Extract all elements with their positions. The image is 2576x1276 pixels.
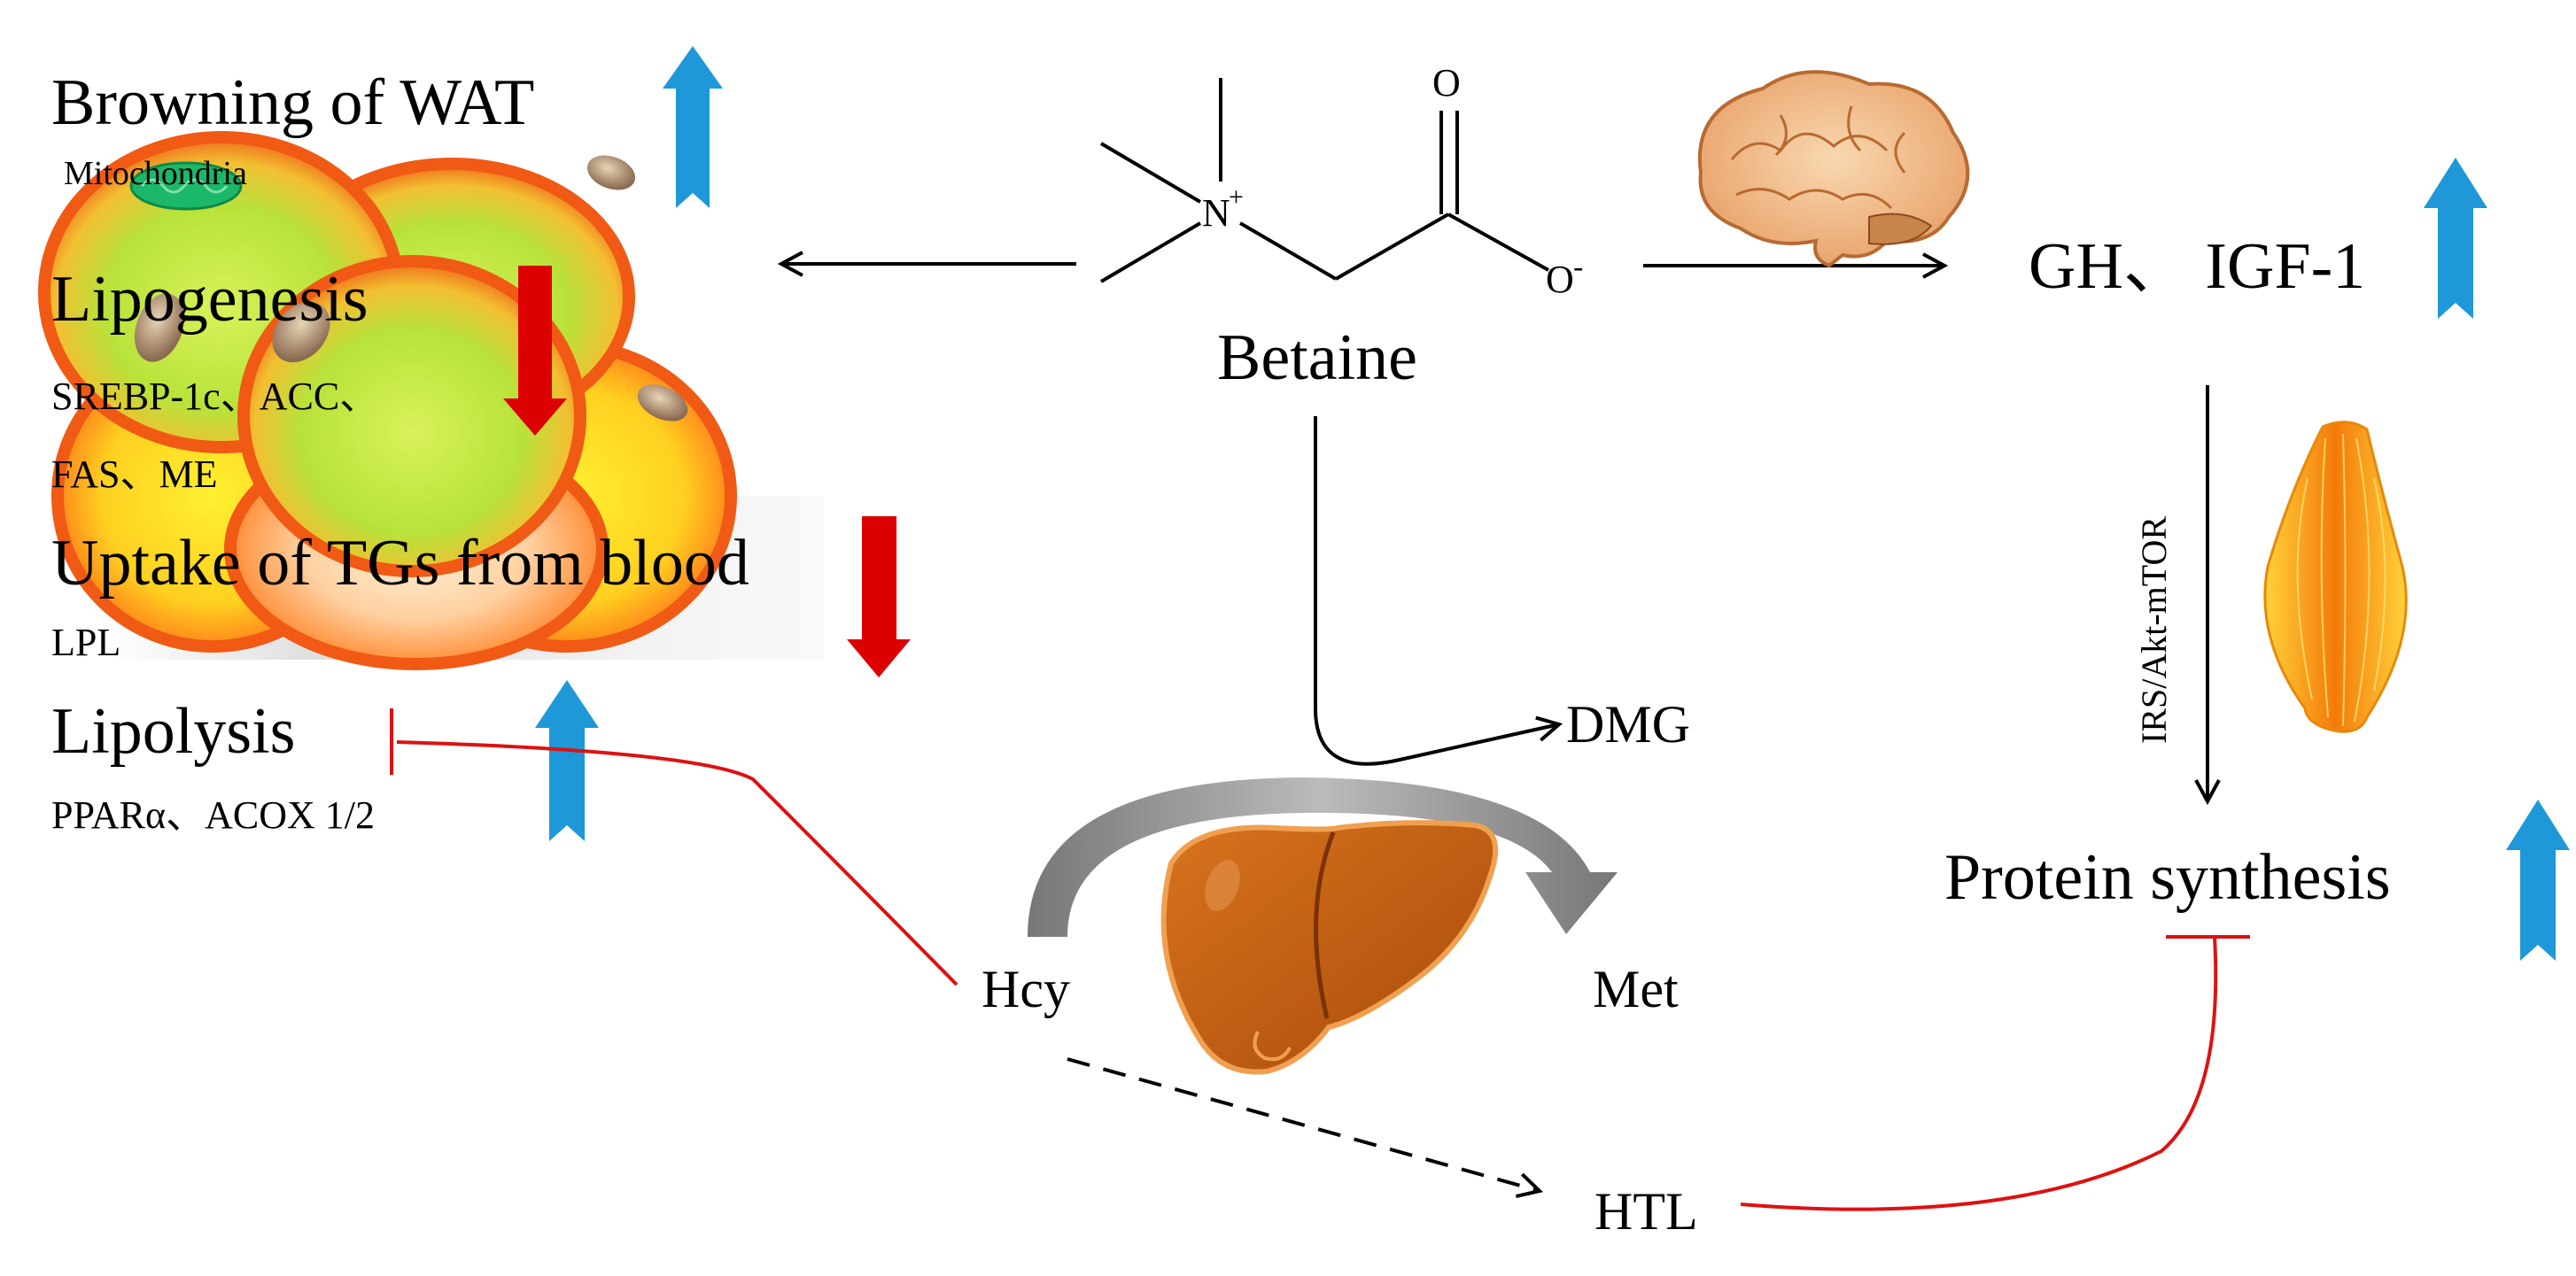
lipolysis-title: Lipolysis (51, 695, 295, 768)
methylation-cycle-arc (1028, 777, 1618, 937)
browning-of-wat-title: Browning of WAT (51, 66, 534, 139)
htl-label: HTL (1594, 1182, 1698, 1241)
mitochondria-label: Mitochondria (64, 155, 247, 192)
dmg-label: DMG (1566, 695, 1690, 754)
arrow-hcy-to-htl (1067, 1057, 1540, 1191)
lipogenesis-down-arrow-icon (503, 266, 567, 436)
lipogenesis-genes-line2: FAS、ME (51, 452, 217, 496)
betaine-label: Betaine (1217, 321, 1417, 394)
hormone-up-arrow-icon (2424, 158, 2487, 319)
betaine-oxide-atom: O (1546, 258, 1574, 301)
lipogenesis-title: Lipogenesis (51, 263, 369, 336)
hcy-label: Hcy (982, 960, 1070, 1018)
browning-up-arrow-icon (663, 46, 723, 208)
muscle-icon (2263, 421, 2408, 733)
betaine-nitrogen-charge: + (1229, 182, 1244, 212)
irs-akt-mtor-label: IRS/Akt-mTOR (2134, 516, 2174, 744)
betaine-structure (1099, 78, 1549, 283)
betaine-nitrogen-atom: N (1202, 191, 1230, 235)
lipogenesis-genes-line1: SREBP-1c、ACC、 (51, 375, 378, 418)
arrow-betaine-to-dmg (1314, 416, 1559, 766)
protein-up-arrow-icon (2506, 800, 2570, 961)
mitochondria-icon (129, 161, 243, 211)
liver-icon (1160, 820, 1499, 1075)
protein-synthesis-label: Protein synthesis (1944, 841, 2391, 914)
met-label: Met (1593, 960, 1679, 1018)
inhibition-hcy-to-lipolysis (390, 708, 958, 986)
adipocyte-cluster-illustration (38, 131, 824, 670)
uptake-down-arrow-icon (847, 516, 911, 677)
inhibition-htl-to-protein (1740, 935, 2250, 1211)
gh-igf1-label: GH、 IGF-1 (2029, 230, 2365, 303)
lipolysis-up-arrow-icon (535, 680, 599, 841)
lpl-label: LPL (51, 621, 120, 664)
brain-icon (1697, 70, 1970, 268)
betaine-oxide-charge: - (1573, 251, 1583, 283)
uptake-of-tgs-title: Uptake of TGs from blood (51, 527, 749, 599)
betaine-oxygen-atom: O (1432, 61, 1461, 104)
lipolysis-genes: PPARα、ACOX 1/2 (51, 793, 375, 837)
